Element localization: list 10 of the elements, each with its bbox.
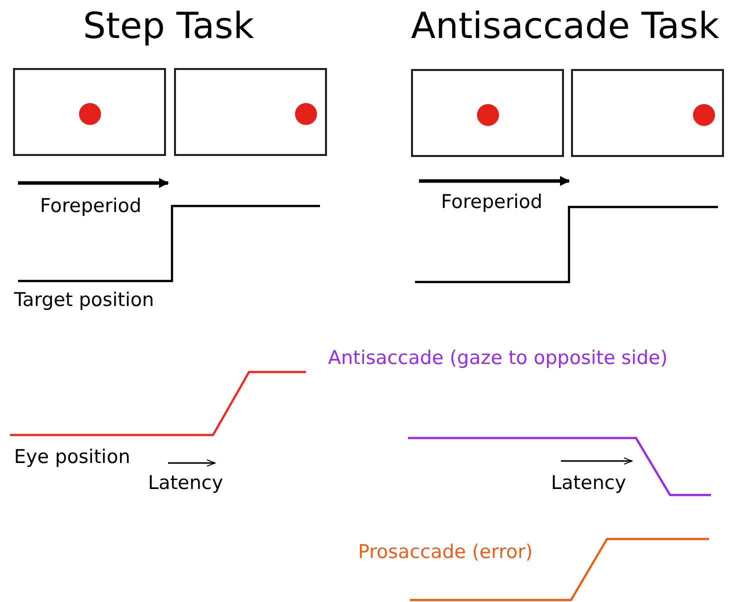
interval-label: Latency: [551, 473, 626, 495]
trace-label: Eye position: [14, 447, 130, 469]
trace-label: Prosaccade (error): [358, 542, 533, 564]
interval-label: Foreperiod: [441, 192, 542, 214]
trace-label: Target position: [14, 290, 154, 312]
panel-title: Antisaccade Task: [411, 6, 720, 48]
trace-label: Antisaccade (gaze to opposite side): [328, 348, 668, 370]
interval-label: Latency: [148, 473, 224, 495]
panel-title: Step Task: [83, 6, 254, 48]
interval-label: Foreperiod: [40, 196, 142, 218]
